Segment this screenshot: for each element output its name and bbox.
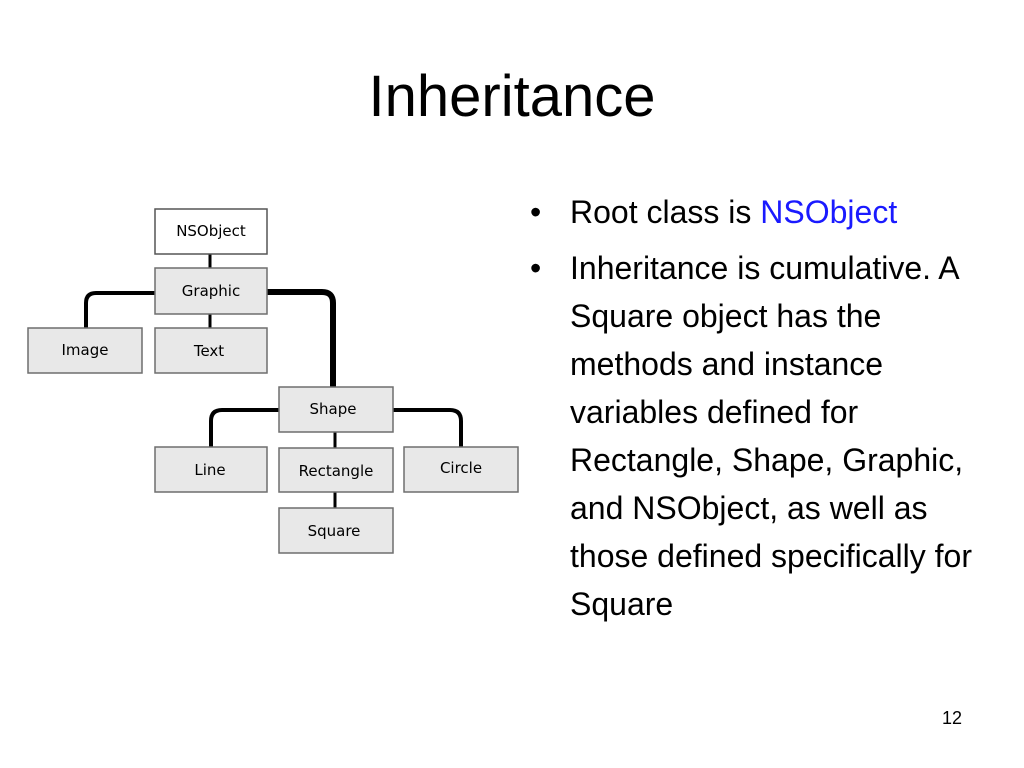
connectors	[84, 254, 463, 508]
node-graphic: Graphic	[154, 267, 268, 315]
node-square: Square	[278, 507, 394, 554]
bullet-marker: •	[530, 194, 542, 230]
node-label-graphic: Graphic	[182, 282, 240, 300]
node-label-rectangle: Rectangle	[299, 462, 374, 480]
connector-graphic-image	[84, 291, 155, 328]
node-rectangle: Rectangle	[278, 447, 394, 493]
node-line: Line	[154, 446, 268, 493]
node-shape: Shape	[278, 386, 394, 433]
connector-shape-line	[209, 408, 279, 447]
page-number: 12	[941, 708, 962, 728]
node-nsobject: NSObject	[154, 208, 268, 255]
node-label-square: Square	[308, 522, 361, 540]
node-label-circle: Circle	[440, 459, 482, 477]
bullet-list: • Root class is NSObject • Inheritance i…	[530, 188, 1000, 636]
bullet-text: Root class is	[570, 194, 761, 230]
node-label-line: Line	[194, 461, 225, 479]
connector-shape-circle	[392, 408, 463, 447]
node-label-text: Text	[193, 342, 224, 360]
node-label-shape: Shape	[310, 400, 357, 418]
bullet-text: Inheritance is cumulative. A Square obje…	[570, 250, 972, 622]
node-image: Image	[27, 327, 143, 374]
node-label-nsobject: NSObject	[176, 222, 246, 240]
node-label-image: Image	[62, 341, 109, 359]
bullet-marker: •	[530, 250, 542, 286]
connector-graphic-shape	[266, 289, 336, 387]
bullet-item-inheritance: • Inheritance is cumulative. A Square ob…	[530, 244, 1000, 628]
node-circle: Circle	[403, 446, 519, 493]
nsobject-highlight: NSObject	[760, 194, 898, 230]
slide-title: Inheritance	[368, 64, 656, 129]
node-text: Text	[154, 327, 268, 374]
bullet-item-root-class: • Root class is NSObject	[530, 188, 1000, 236]
